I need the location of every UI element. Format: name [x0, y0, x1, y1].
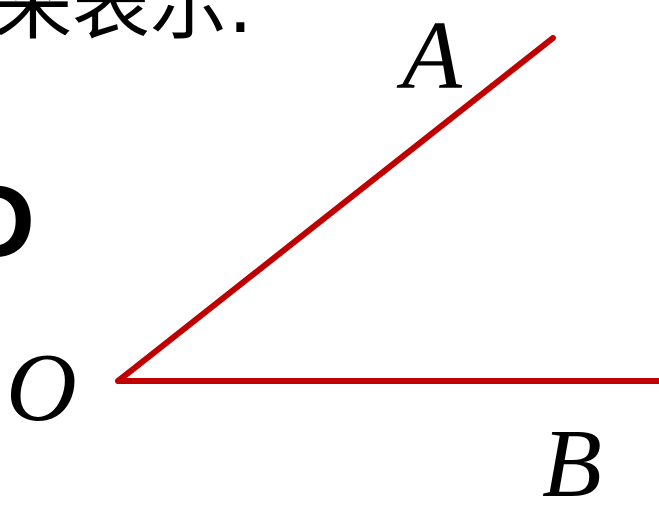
label-o: O [6, 334, 77, 442]
label-a: A [402, 2, 462, 110]
side-text-fragment: D [0, 162, 35, 282]
label-b: B [542, 410, 602, 509]
ray-oa [115, 35, 556, 384]
heading-text-fragment: 来表示. [0, 0, 253, 51]
